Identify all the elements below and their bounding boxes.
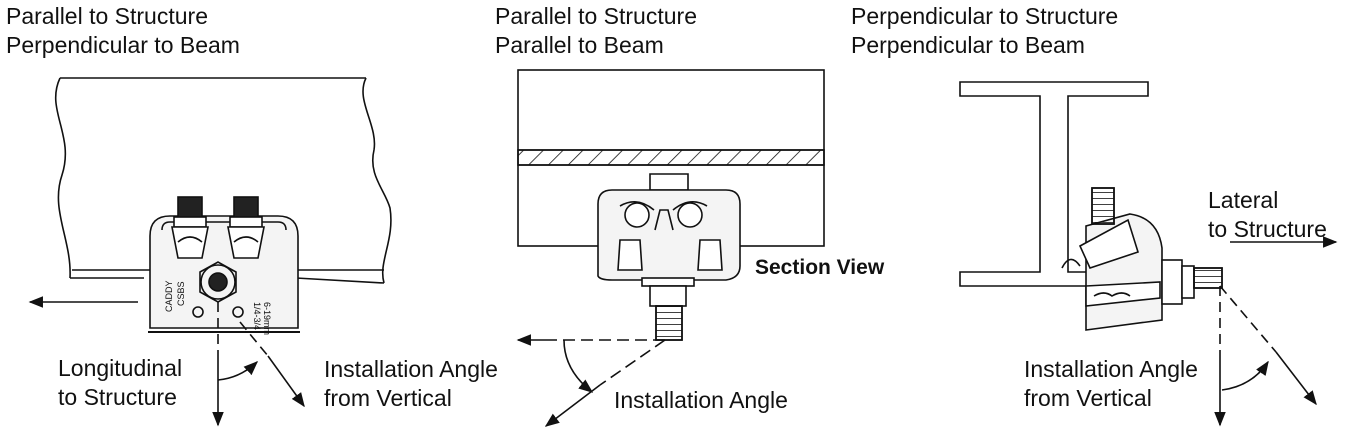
panel-3-angle-label-line-1: Installation Angle [1024, 356, 1198, 382]
panel-3-heading-line-2: Perpendicular to Beam [851, 32, 1085, 58]
panel-3-angle-label-line-2: from Vertical [1024, 385, 1152, 411]
clip-side [1061, 187, 1223, 331]
clip-body [148, 196, 300, 333]
clip-size-mark: 1/4-3/4 [252, 302, 262, 330]
panel-1-angle-label-line-1: Installation Angle [324, 356, 498, 382]
lateral-label: Lateral to Structure [1208, 186, 1327, 244]
panel-2-drawing [516, 69, 825, 427]
longitudinal-label-line-1: Longitudinal [58, 355, 183, 381]
panel-1-heading-line-2: Perpendicular to Beam [6, 32, 240, 58]
clip-size-metric-mark: 6-19mm [262, 302, 272, 335]
panel-1-heading: Parallel to Structure Perpendicular to B… [6, 2, 240, 60]
panel-2-angle-label: Installation Angle [614, 387, 788, 413]
panel-2-heading: Parallel to Structure Parallel to Beam [495, 2, 697, 60]
panel-3-angle-label: Installation Angle from Vertical [1024, 355, 1198, 413]
panel-2-heading-line-2: Parallel to Beam [495, 32, 664, 58]
lateral-label-line-2: to Structure [1208, 216, 1327, 242]
panel-1-heading-line-1: Parallel to Structure [6, 3, 208, 29]
clip-brand-mark: CADDY [164, 280, 174, 312]
lateral-label-line-1: Lateral [1208, 187, 1279, 213]
panel-3-heading-line-1: Perpendicular to Structure [851, 3, 1119, 29]
panel-1-angle-label-line-2: from Vertical [324, 385, 452, 411]
longitudinal-label: Longitudinal to Structure [58, 354, 182, 412]
panel-1-drawing [28, 77, 392, 427]
panel-2-heading-line-1: Parallel to Structure [495, 3, 697, 29]
panel-3-drawing [959, 81, 1338, 427]
panel-3-heading: Perpendicular to Structure Perpendicular… [851, 2, 1118, 60]
clip-model-mark: CSBS [176, 281, 186, 306]
panel-1-angle-label: Installation Angle from Vertical [324, 355, 498, 413]
longitudinal-label-line-2: to Structure [58, 384, 177, 410]
beam-perspective [54, 77, 392, 284]
section-view-label: Section View [755, 256, 885, 279]
clip-section [597, 173, 741, 341]
